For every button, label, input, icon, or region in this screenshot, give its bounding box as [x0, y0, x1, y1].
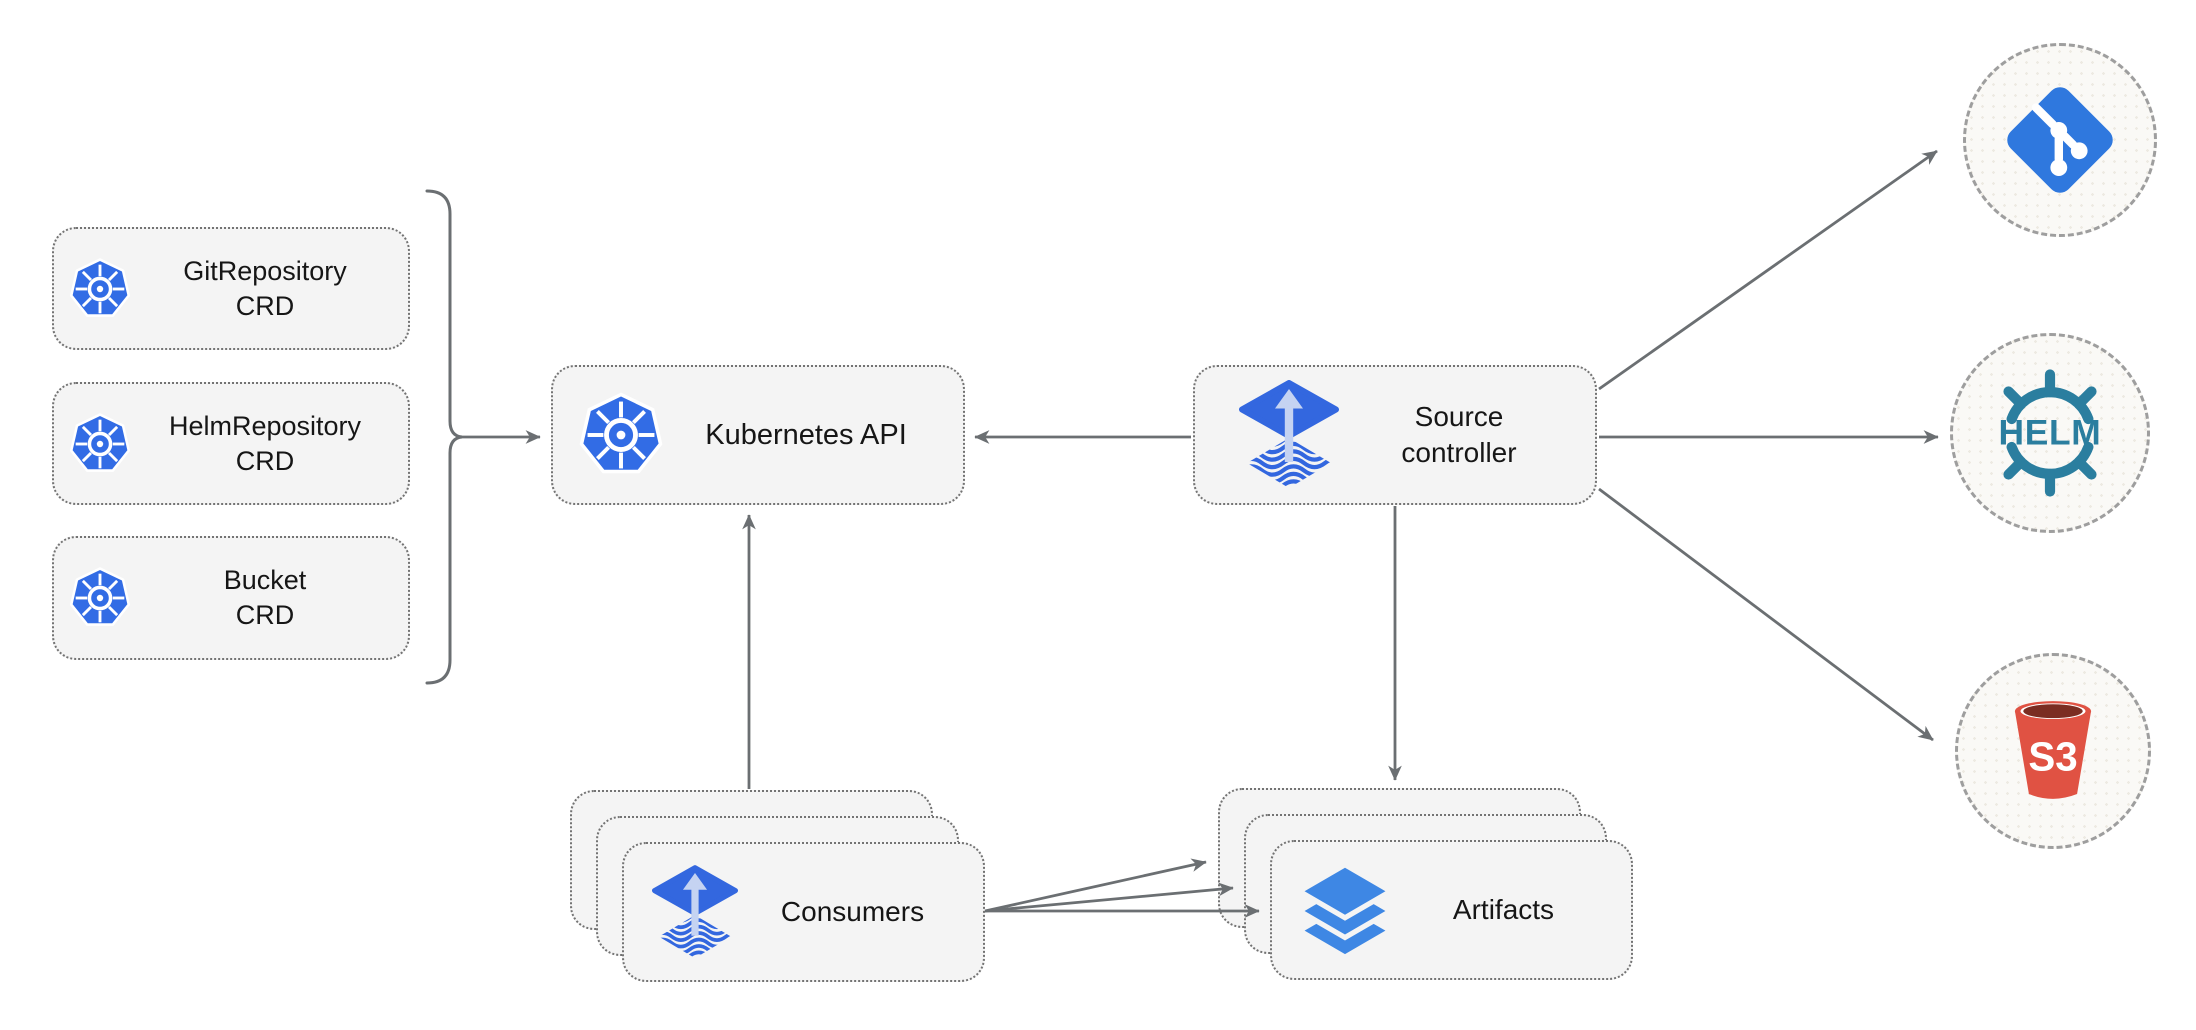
- helm-wordmark: HELM: [1999, 414, 2102, 453]
- s3-source-node: S3: [1955, 653, 2151, 849]
- arrow-source-controller-to-git: [1598, 149, 1938, 391]
- consumers-label: Consumers: [780, 896, 925, 927]
- source-controller-box: Source controller: [1193, 365, 1597, 505]
- layers-icon: [1304, 867, 1386, 955]
- arrow-source-controller-to-s3: [1598, 487, 1934, 742]
- crd-name: HelmRepository: [168, 410, 362, 441]
- flux-icon: [1239, 380, 1339, 488]
- crd-name: Bucket: [223, 565, 307, 595]
- consumers-box: Consumers: [622, 842, 985, 982]
- git-icon: [2007, 87, 2113, 193]
- kubernetes-api-label: Kubernetes API: [705, 419, 907, 451]
- helm-icon: HELM: [1999, 369, 2102, 497]
- s3-wordmark: S3: [2028, 733, 2077, 779]
- kubernetes-icon: [69, 412, 131, 472]
- source-controller-line2: controller: [1401, 437, 1517, 468]
- crd-suffix: CRD: [235, 290, 295, 321]
- source-controller-label: Source controller: [1339, 399, 1595, 471]
- crd-group-brace: [425, 189, 463, 685]
- arrow-consumers-to-artifacts-2: [984, 882, 1234, 913]
- artifacts-label: Artifacts: [1452, 894, 1555, 925]
- crd-name: GitRepository: [183, 255, 347, 286]
- crd-suffix: CRD: [235, 600, 295, 630]
- kubernetes-icon: [69, 257, 131, 317]
- artifacts-box: Artifacts: [1270, 840, 1633, 980]
- git-source-node: [1963, 43, 2157, 237]
- source-controller-line1: Source: [1414, 401, 1504, 432]
- arrow-consumers-to-artifacts-1: [984, 858, 1207, 913]
- helm-source-node: HELM: [1950, 333, 2150, 533]
- kubernetes-icon: [579, 392, 663, 474]
- kubernetes-icon: [69, 567, 131, 626]
- crd-suffix: CRD: [235, 445, 295, 476]
- flux-icon: [652, 864, 738, 958]
- s3-bucket-icon: S3: [2014, 700, 2092, 799]
- kubernetes-api-box: Kubernetes API: [551, 365, 965, 505]
